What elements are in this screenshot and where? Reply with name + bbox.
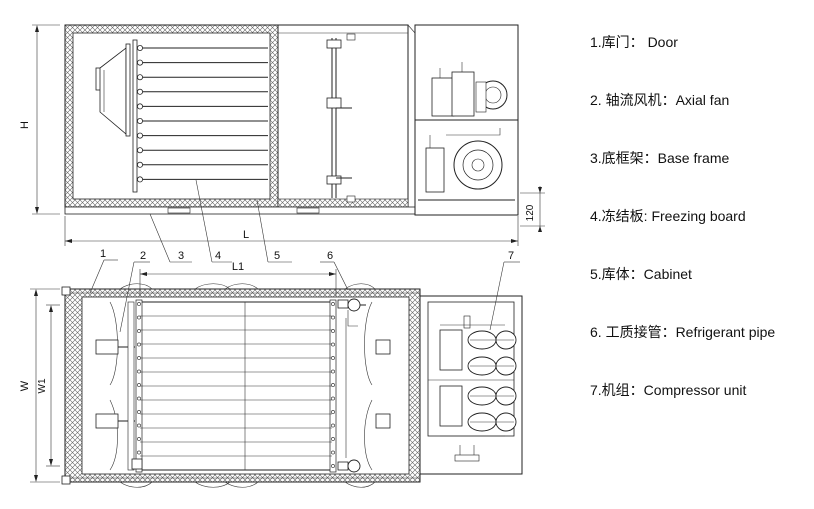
- plate-fitting: [137, 383, 141, 387]
- plate-fitting: [137, 437, 141, 441]
- plate-fitting: [137, 315, 141, 320]
- top-view: L1 W W1 1 2 6 7: [19, 248, 523, 488]
- plate-fitting: [331, 342, 335, 347]
- plate-fitting: [331, 437, 335, 441]
- dim-w1-label: W1: [37, 378, 48, 393]
- plate-fitting: [136, 118, 143, 125]
- compressor-unit-top: [419, 295, 523, 475]
- refrigerant-pipes: [345, 298, 366, 473]
- plate-fitting: [137, 329, 141, 333]
- legend-item-freezing-board: 4.冻结板: Freezing board: [590, 208, 746, 224]
- axial-fans-left: [95, 301, 135, 471]
- callout-3: 3: [178, 250, 184, 262]
- legend-item-base-frame: 3.底框架：Base frame: [590, 150, 730, 166]
- plate-fitting: [137, 356, 141, 360]
- plate-fitting: [137, 302, 141, 306]
- plate-fitting: [136, 88, 143, 95]
- plate-fitting: [331, 383, 335, 387]
- plate-fitting: [136, 132, 143, 139]
- plate-fitting: [136, 147, 143, 154]
- freezing-boards-top: [131, 299, 349, 473]
- plate-fitting: [137, 423, 141, 428]
- side-view: H 120 L 3 4 5: [19, 24, 545, 263]
- compressor-unit-side: [414, 24, 519, 216]
- legend-item-door: 1.库门： Door: [590, 34, 678, 50]
- plate-fitting: [136, 74, 143, 81]
- plate-fitting: [136, 45, 143, 52]
- plate-fitting: [331, 369, 335, 374]
- callout-2: 2: [140, 250, 146, 262]
- plate-fitting: [331, 329, 335, 333]
- callout-4: 4: [215, 250, 221, 262]
- plate-fitting: [331, 396, 335, 401]
- plate-fitting: [136, 161, 143, 168]
- legend-item-axial-fan: 2. 轴流风机：Axial fan: [590, 92, 730, 108]
- axial-fans-right: [364, 301, 391, 471]
- legend-item-compressor-unit: 7.机组：Compressor unit: [590, 382, 747, 398]
- plate-fitting: [331, 450, 335, 455]
- plate-fitting: [136, 103, 143, 110]
- plate-fitting: [331, 315, 335, 320]
- axial-fan-side: [95, 43, 131, 137]
- callout-6: 6: [327, 250, 333, 262]
- plate-fitting: [331, 423, 335, 428]
- dim-l1-label: L1: [232, 261, 244, 273]
- door-hinges-top: [61, 283, 376, 488]
- plate-fitting: [331, 464, 335, 468]
- plate-fitting: [137, 410, 141, 414]
- legend: 1.库门： Door 2. 轴流风机：Axial fan 3.底框架：Base …: [590, 0, 814, 509]
- plate-fitting: [137, 342, 141, 347]
- dim-120-label: 120: [525, 204, 536, 221]
- plate-fitting: [137, 450, 141, 455]
- callout-5: 5: [274, 250, 280, 262]
- dim-w-label: W: [19, 380, 31, 391]
- plate-fitting: [137, 396, 141, 401]
- legend-item-cabinet: 5.库体：Cabinet: [590, 266, 692, 282]
- plate-fitting: [331, 356, 335, 360]
- plate-fitting: [137, 369, 141, 374]
- legend-item-refrigerant-pipe: 6. 工质接管：Refrigerant pipe: [590, 324, 776, 340]
- plate-fitting: [136, 59, 143, 66]
- callout-1: 1: [100, 248, 106, 260]
- door-hinges: [326, 33, 356, 203]
- freezing-boards-side: [132, 39, 268, 193]
- dim-h-label: H: [19, 121, 31, 129]
- callout-7: 7: [508, 250, 514, 262]
- plate-fitting: [331, 302, 335, 306]
- plate-fitting: [331, 410, 335, 414]
- plate-fitting: [136, 176, 143, 183]
- dim-l-label: L: [243, 229, 249, 241]
